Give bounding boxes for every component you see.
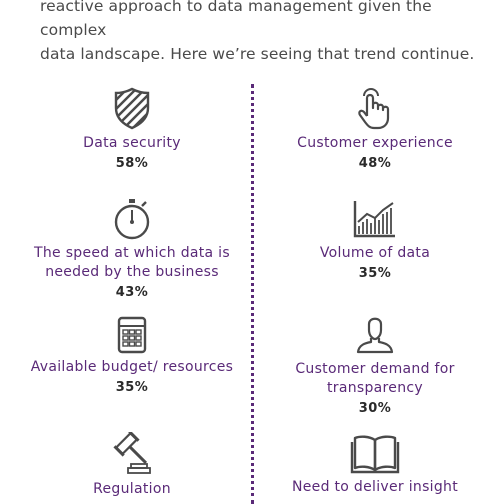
calculator-icon	[117, 316, 147, 354]
item-label: Volume of data	[319, 245, 431, 261]
item-label: Regulation	[93, 481, 171, 497]
item-value: 48%	[358, 156, 392, 171]
growth-chart-icon	[353, 201, 395, 238]
item-value: 35%	[115, 380, 149, 395]
item-regulation: Regulation	[20, 432, 244, 501]
item-label: Customer experience	[297, 135, 453, 151]
intro-paragraph: reactive approach to data management giv…	[40, 0, 492, 66]
stopwatch-icon	[114, 199, 150, 240]
item-label: Available budget/ resources	[30, 359, 234, 375]
item-label: The speed at which data is needed by the…	[34, 245, 230, 280]
item-data-security: Data security 58%	[20, 86, 244, 173]
item-value: 58%	[115, 156, 149, 171]
item-customer-demand: Customer demand for transparency 30%	[262, 314, 488, 418]
item-available-budget: Available budget/ resources 35%	[20, 316, 244, 397]
person-icon	[356, 317, 394, 354]
item-volume-of-data: Volume of data 35%	[262, 200, 488, 283]
gavel-icon	[113, 432, 151, 474]
item-label: Customer demand for transparency	[295, 361, 455, 396]
item-value: 43%	[115, 285, 149, 300]
open-book-icon	[350, 435, 400, 474]
touch-hand-icon	[358, 88, 390, 130]
item-label: Need to deliver insight	[291, 479, 459, 495]
intro-line-2: data landscape. Here we’re seeing that t…	[40, 45, 475, 63]
item-customer-experience: Customer experience 48%	[262, 86, 488, 173]
item-value: 35%	[358, 266, 392, 281]
shield-icon	[114, 87, 150, 130]
item-deliver-insight: Need to deliver insight	[262, 434, 488, 499]
item-speed: The speed at which data is needed by the…	[20, 198, 244, 302]
column-divider	[251, 84, 254, 504]
intro-line-1: reactive approach to data management giv…	[40, 0, 432, 39]
item-label: Data security	[83, 135, 181, 151]
item-value: 30%	[358, 401, 392, 416]
